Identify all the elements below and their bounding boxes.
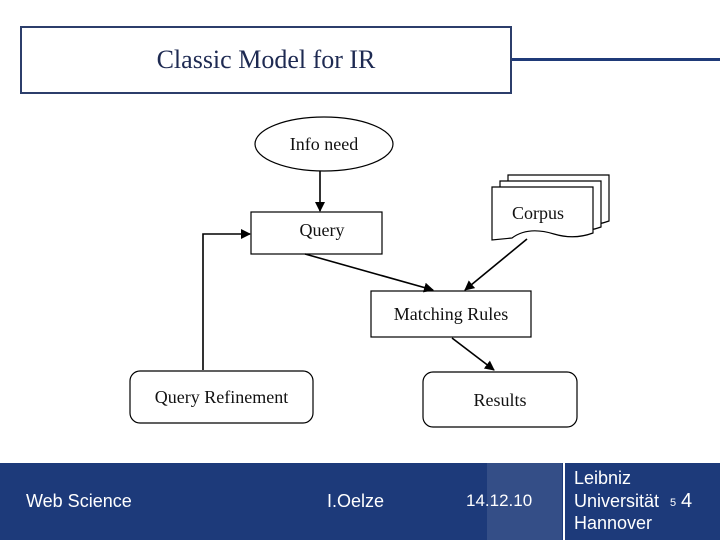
results-box (422, 371, 578, 428)
matching-rules-label: Matching Rules (393, 303, 509, 324)
page-number-small: 5 (670, 497, 677, 509)
logo-divider (563, 463, 565, 540)
footer-date: 14.12.10 (466, 491, 533, 510)
query-label: Query (299, 219, 345, 240)
page-number: 4 (681, 490, 693, 512)
query-refinement-label: Query Refinement (154, 386, 289, 407)
matching-rules-box (370, 290, 532, 338)
ir-model-diagram (129, 116, 610, 428)
corpus-label: Corpus (511, 202, 564, 223)
footer-bar (0, 463, 720, 540)
title-frame (20, 26, 512, 94)
university-name-line2: Universität (574, 491, 660, 511)
arrow-matching-to-results (451, 337, 495, 371)
slide-title: Classic Model for IR (156, 45, 376, 74)
university-name-line3: Hannover (574, 513, 653, 533)
info-need-label: Info need (289, 133, 359, 154)
title-rule (512, 58, 720, 61)
arrow-query-to-matching (304, 253, 434, 293)
corpus-document-stack (491, 174, 610, 241)
university-name-line1: Leibniz (574, 468, 632, 488)
info-need-ellipse (254, 116, 394, 172)
results-label: Results (473, 389, 527, 410)
footer-course: Web Science (26, 491, 132, 511)
arrow-corpus-to-matching (464, 238, 528, 291)
arrow-refinement-to-query (202, 229, 251, 370)
query-box (250, 211, 383, 255)
university-logo-mark (487, 463, 562, 540)
footer-author: I.Oelze (327, 491, 385, 511)
query-refinement-box (129, 370, 314, 424)
